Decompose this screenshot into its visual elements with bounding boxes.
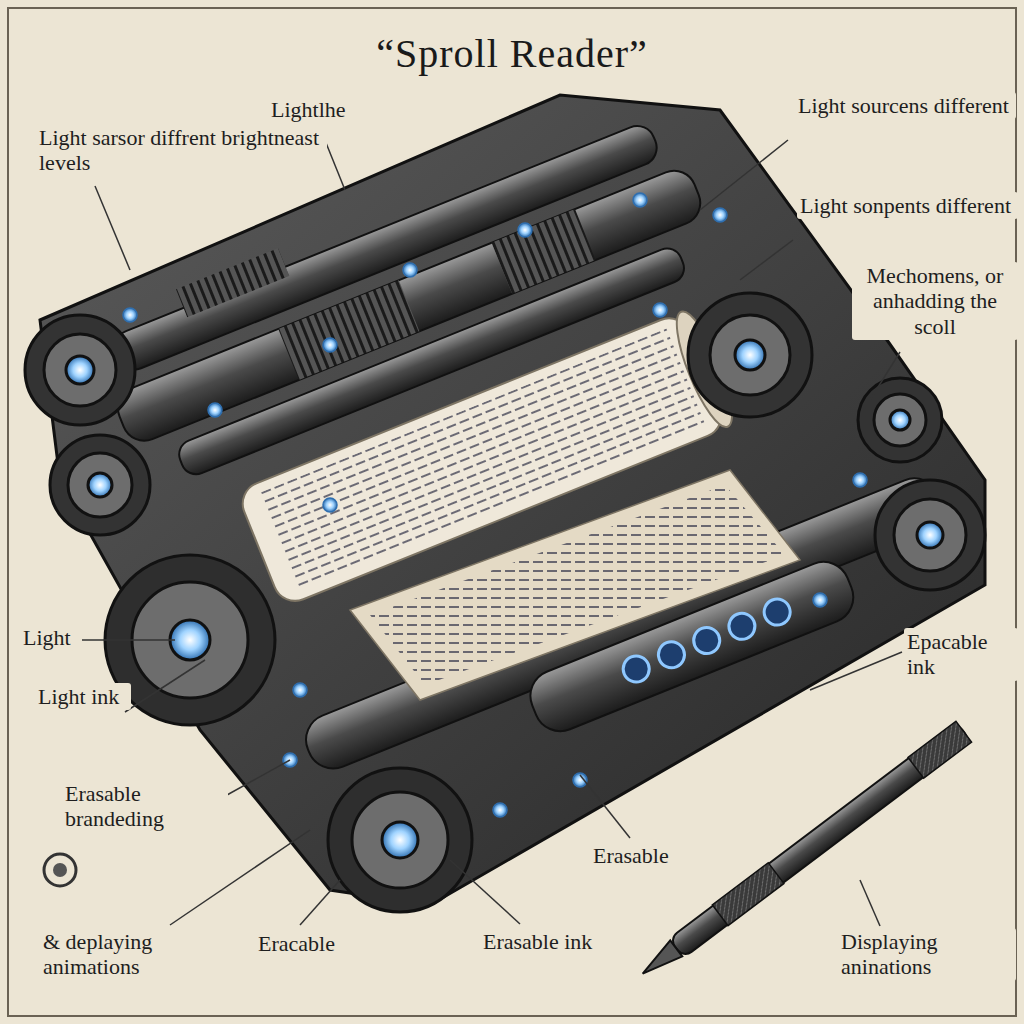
part-label: Light (20, 624, 74, 651)
part-label: Light sourcens different (795, 92, 1016, 119)
part-label: Light ink (35, 683, 131, 710)
part-label: Lightlhe (268, 96, 349, 123)
part-label: Light sarsor diffrent brightneast levels (36, 124, 327, 177)
part-label: Erasable ink (480, 928, 611, 955)
part-label: & deplaying animations (40, 928, 241, 981)
part-label: Erasable (590, 842, 672, 869)
part-label: Light sonpents different (797, 192, 1018, 219)
title: “Sproll Reader” (0, 30, 1024, 77)
part-label: Displaying aninations (838, 928, 1016, 981)
part-label: Erasable brandeding (62, 780, 228, 833)
part-label: Mechomens, or anhadding the scoll (852, 262, 1018, 340)
part-label: Eracable (255, 930, 338, 957)
part-label: Epacable ink (904, 628, 1018, 681)
